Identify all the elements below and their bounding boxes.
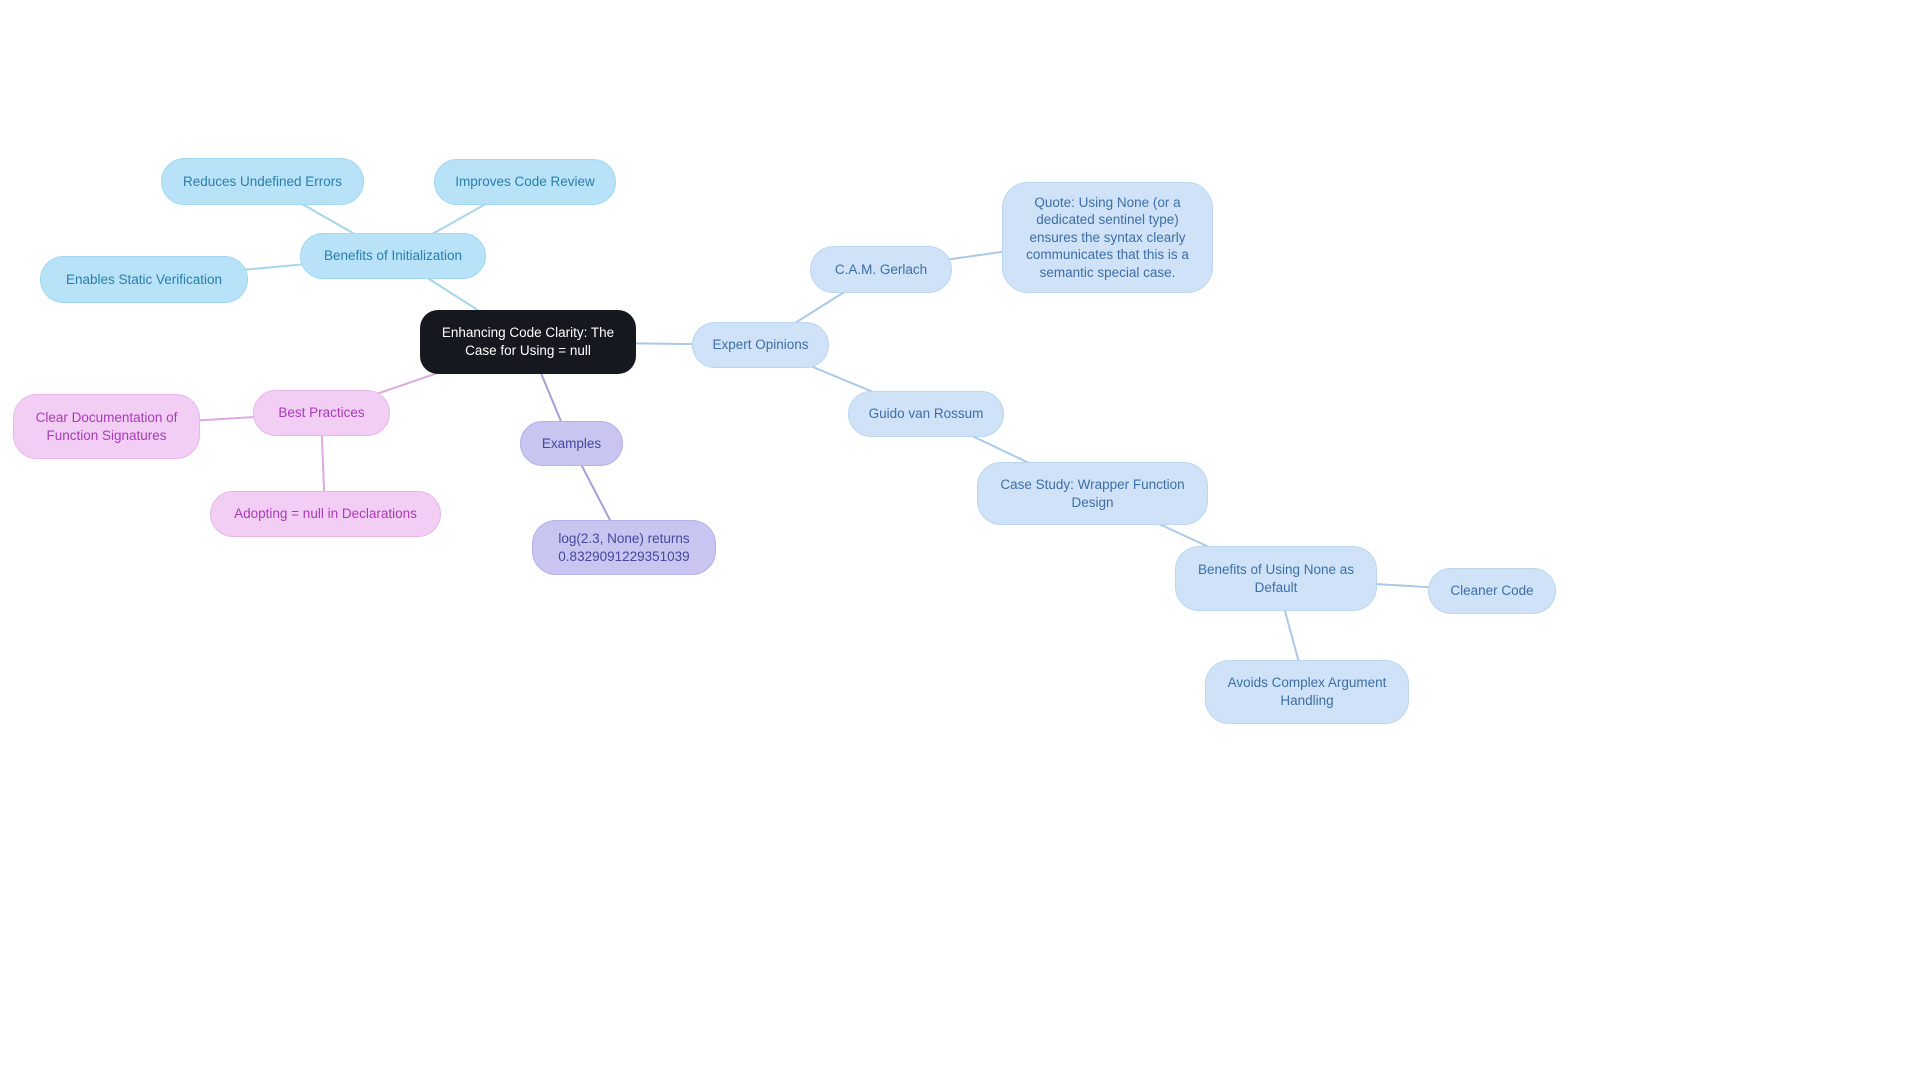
node-reduces-undefined-errors[interactable]: Reduces Undefined Errors	[161, 158, 364, 205]
node-cleaner-code[interactable]: Cleaner Code	[1428, 568, 1556, 614]
node-case-study-wrapper-function[interactable]: Case Study: Wrapper Function Design	[977, 462, 1208, 525]
node-label: Case Study: Wrapper Function Design	[1000, 476, 1185, 510]
node-label: Enhancing Code Clarity: The Case for Usi…	[441, 325, 615, 358]
node-adopting-null-in-declarations[interactable]: Adopting = null in Declarations	[210, 491, 441, 537]
node-guido-van-rossum[interactable]: Guido van Rossum	[848, 391, 1004, 437]
node-label: C.A.M. Gerlach	[834, 261, 928, 277]
node-label: Reduces Undefined Errors	[182, 173, 343, 189]
node-log-example[interactable]: log(2.3, None) returns 0.832909122935103…	[532, 520, 716, 575]
node-gerlach-quote[interactable]: Quote: Using None (or a dedicated sentin…	[1002, 182, 1213, 293]
node-benefits-using-none-default[interactable]: Benefits of Using None as Default	[1175, 546, 1377, 611]
node-label: Expert Opinions	[712, 337, 809, 353]
node-enables-static-verification[interactable]: Enables Static Verification	[40, 256, 248, 303]
node-label: Guido van Rossum	[868, 406, 984, 422]
node-best-practices[interactable]: Best Practices	[253, 390, 390, 436]
node-label: Benefits of Using None as Default	[1197, 561, 1355, 595]
node-label: Quote: Using None (or a dedicated sentin…	[1026, 194, 1189, 280]
node-central-topic[interactable]: Enhancing Code Clarity: The Case for Usi…	[420, 310, 636, 374]
node-cam-gerlach[interactable]: C.A.M. Gerlach	[810, 246, 952, 293]
node-benefits-of-initialization[interactable]: Benefits of Initialization	[300, 233, 486, 279]
node-label: Examples	[541, 435, 602, 451]
node-label: Avoids Complex Argument Handling	[1227, 675, 1387, 708]
node-label: Enables Static Verification	[65, 271, 223, 287]
node-label: Benefits of Initialization	[323, 248, 463, 264]
node-examples[interactable]: Examples	[520, 421, 623, 466]
node-label: log(2.3, None) returns 0.832909122935103…	[558, 530, 690, 564]
node-label: Cleaner Code	[1450, 583, 1534, 599]
node-label: Adopting = null in Declarations	[234, 506, 417, 522]
node-improves-code-review[interactable]: Improves Code Review	[434, 159, 616, 205]
node-label: Clear Documentation of Function Signatur…	[35, 409, 178, 443]
node-label: Improves Code Review	[455, 174, 595, 190]
node-clear-documentation-function-signatures[interactable]: Clear Documentation of Function Signatur…	[13, 394, 200, 459]
node-avoids-complex-argument-handling[interactable]: Avoids Complex Argument Handling	[1205, 660, 1409, 724]
node-expert-opinions[interactable]: Expert Opinions	[692, 322, 829, 368]
node-label: Best Practices	[278, 405, 365, 421]
